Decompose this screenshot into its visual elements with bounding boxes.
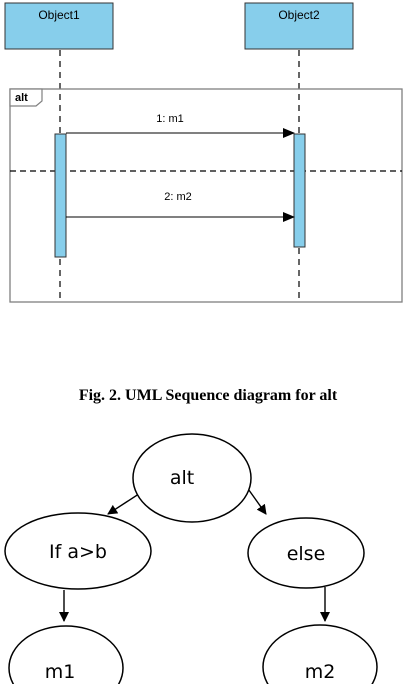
node-if (4, 512, 152, 590)
tree-diagram: alt If a>b else m1 m2 (4, 433, 378, 684)
alt-fragment-tab (9, 88, 43, 107)
node-else-label: else (287, 543, 326, 565)
activation-bar-object1 (54, 133, 67, 258)
alt-fragment-label: alt (15, 92, 28, 104)
node-else (247, 517, 365, 589)
object1-label: Object1 (38, 8, 80, 22)
sequence-diagram: alt Object1 Object2 1: m1 2: m2 (4, 2, 403, 303)
node-alt-label: alt (170, 467, 194, 489)
object1-box (4, 2, 114, 50)
node-m2-label: m2 (305, 661, 336, 683)
alt-fragment-frame (9, 88, 403, 303)
figure-caption: Fig. 2. UML Sequence diagram for alt (79, 387, 338, 404)
node-m2 (262, 624, 378, 684)
node-if-label: If a>b (49, 541, 107, 563)
message-label-m1: 1: m1 (156, 113, 184, 125)
object2-label: Object2 (278, 8, 320, 22)
node-m1-label: m1 (45, 661, 76, 683)
activation-bar-object2 (293, 133, 306, 248)
object2-box (244, 2, 354, 50)
message-label-m2: 2: m2 (164, 191, 192, 203)
node-m1 (8, 625, 124, 684)
node-alt (132, 433, 252, 523)
